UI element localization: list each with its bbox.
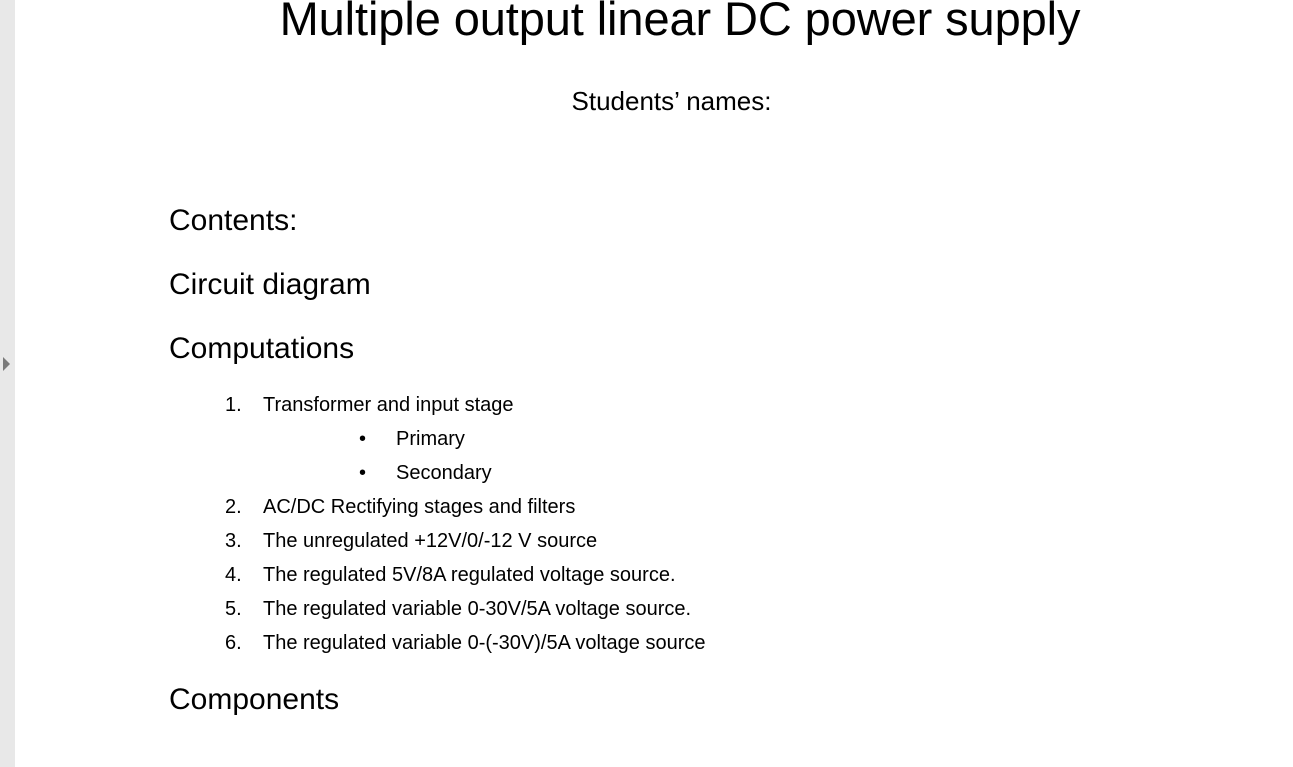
- list-item-label: Primary: [396, 428, 465, 450]
- bullet-icon: •: [359, 462, 367, 484]
- list-item: 5. The regulated variable 0-30V/5A volta…: [169, 599, 1249, 619]
- slide-title: Multiple output linear DC power supply: [279, 0, 1081, 45]
- computations-list: 1. Transformer and input stage • Primary…: [169, 395, 1249, 653]
- list-item-label: The unregulated +12V/0/-12 V source: [263, 530, 598, 552]
- list-item: • Primary: [263, 429, 1249, 449]
- list-item: 6. The regulated variable 0-(-30V)/5A vo…: [169, 633, 1249, 653]
- heading-components: Components: [169, 683, 340, 716]
- list-number: 5.: [225, 598, 242, 620]
- list-item-label: Secondary: [396, 462, 492, 484]
- list-item-label: The regulated variable 0-30V/5A voltage …: [263, 598, 692, 620]
- list-item: • Secondary: [263, 463, 1249, 483]
- list-item-label: AC/DC Rectifying stages and filters: [263, 496, 576, 518]
- heading-circuit-diagram: Circuit diagram: [169, 268, 371, 301]
- slide-body: Contents: Circuit diagram Computations 1…: [169, 206, 1249, 715]
- list-number: 3.: [225, 530, 242, 552]
- list-item: 2. AC/DC Rectifying stages and filters: [169, 497, 1249, 517]
- list-item-label: The regulated variable 0-(-30V)/5A volta…: [263, 632, 706, 654]
- slide-canvas: Multiple output linear DC power supply S…: [15, 0, 1293, 767]
- bullet-icon: •: [359, 428, 367, 450]
- list-number: 1.: [225, 394, 242, 416]
- list-item-label: Transformer and input stage: [263, 394, 514, 416]
- collapsed-side-panel[interactable]: [0, 0, 15, 767]
- heading-contents: Contents:: [169, 204, 298, 237]
- sub-list: • Primary • Secondary: [263, 429, 1249, 483]
- list-number: 2.: [225, 496, 242, 518]
- heading-computations: Computations: [169, 332, 355, 365]
- triangle-right-icon[interactable]: [3, 357, 10, 371]
- list-number: 6.: [225, 632, 242, 654]
- slide-subtitle: Students’ names:: [571, 86, 772, 116]
- list-item: 4. The regulated 5V/8A regulated voltage…: [169, 565, 1249, 585]
- list-item-label: The regulated 5V/8A regulated voltage so…: [263, 564, 676, 586]
- list-item: 3. The unregulated +12V/0/-12 V source: [169, 531, 1249, 551]
- list-item: 1. Transformer and input stage • Primary…: [169, 395, 1249, 483]
- list-number: 4.: [225, 564, 242, 586]
